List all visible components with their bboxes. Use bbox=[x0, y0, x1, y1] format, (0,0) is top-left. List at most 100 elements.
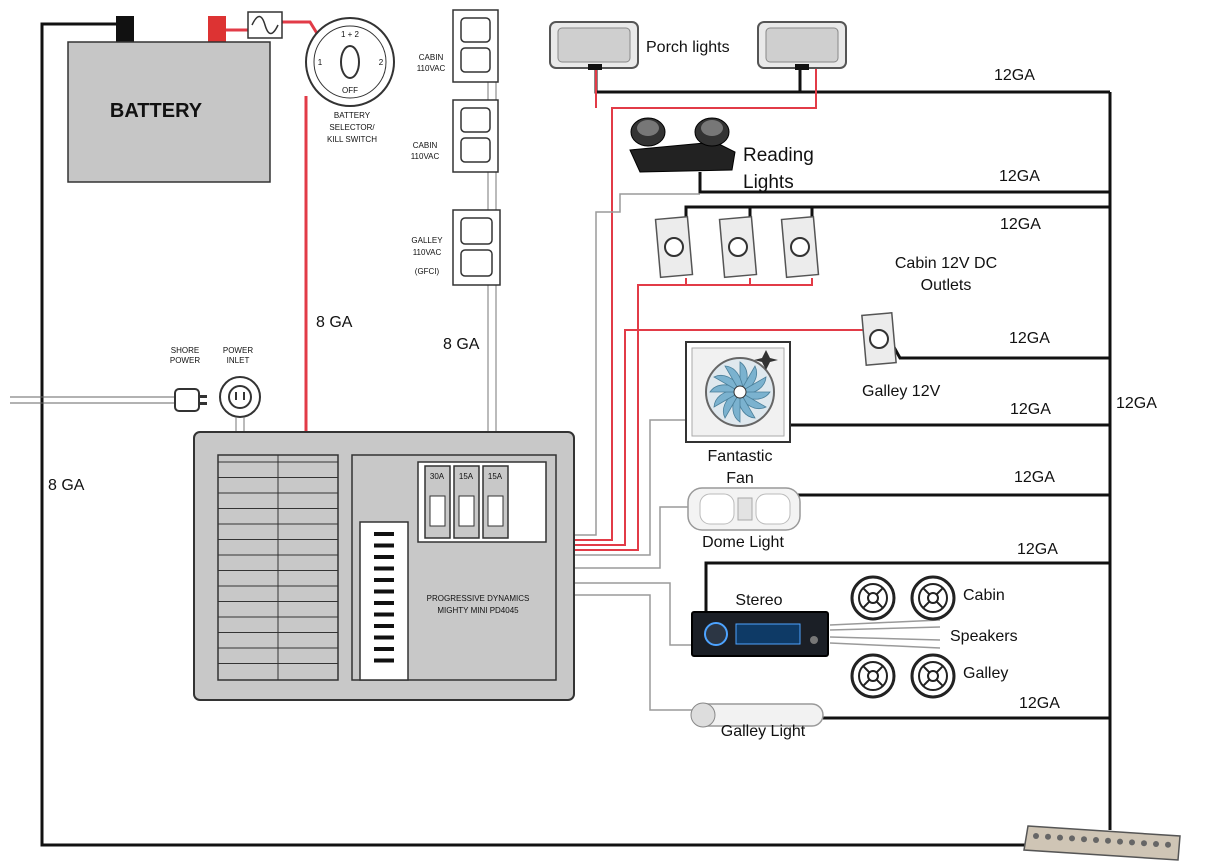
galley-light bbox=[690, 702, 824, 728]
outlet-receptacle-icon bbox=[460, 107, 491, 133]
speaker-center bbox=[867, 592, 879, 604]
dc-outlet-socket-icon bbox=[790, 237, 810, 257]
outlet-label: CABIN bbox=[419, 53, 444, 62]
speaker-icon bbox=[850, 575, 896, 621]
gauge-label-reading: 12GA bbox=[999, 168, 1040, 185]
bus-bar-screw bbox=[1057, 834, 1063, 841]
speaker-wire bbox=[829, 642, 941, 649]
galley-speakers-label: Galley bbox=[963, 665, 1008, 682]
bus-bar-screw bbox=[1045, 833, 1051, 840]
speaker-spoke bbox=[935, 678, 944, 687]
battery: BATTERY bbox=[67, 16, 271, 183]
reading-lights bbox=[629, 117, 736, 173]
positive-wires bbox=[226, 20, 320, 432]
bus-bar-screw bbox=[1153, 841, 1159, 847]
speaker-center bbox=[927, 670, 939, 682]
fuse-slot bbox=[374, 635, 394, 640]
porch-lights-label: Porch lights bbox=[646, 39, 730, 56]
ground-bus-bar bbox=[1023, 825, 1181, 861]
battery-selector-switch: 1 + 2 1 2 OFF BATTERY SELECTOR/ KILL SWI… bbox=[305, 17, 395, 144]
fantastic-fan bbox=[685, 341, 791, 443]
reading-feed-wire bbox=[575, 193, 700, 536]
porch-light-lens bbox=[765, 27, 839, 63]
bus-bar-screw bbox=[1105, 837, 1111, 844]
fuse-slot bbox=[374, 647, 394, 651]
speaker-wire bbox=[829, 626, 941, 631]
speaker-spoke bbox=[875, 665, 884, 674]
speaker-spoke bbox=[935, 587, 944, 596]
fan-label: Fan bbox=[726, 470, 754, 487]
shore-plug-prong bbox=[199, 395, 207, 398]
fan-hub bbox=[733, 385, 747, 399]
breaker-15a: 15A bbox=[482, 465, 509, 539]
fuse bbox=[247, 11, 283, 39]
outlet-label: GALLEY bbox=[411, 236, 443, 245]
selector-caption: SELECTOR/ bbox=[329, 123, 375, 132]
bus-bar-screw bbox=[1033, 833, 1039, 839]
reading-light-base bbox=[629, 141, 736, 173]
bus-bar-screw bbox=[1129, 839, 1135, 846]
bus-bar-screw bbox=[1069, 835, 1075, 842]
dc-outlet-socket-icon bbox=[728, 237, 748, 257]
breaker-switch bbox=[458, 495, 475, 527]
fuse-slot bbox=[374, 543, 394, 548]
breaker-30a: 30A bbox=[424, 465, 451, 539]
gauge-label-8ga-ground: 8 GA bbox=[48, 477, 85, 494]
gauge-label-bus: 12GA bbox=[1116, 395, 1157, 412]
panel-louvers bbox=[218, 455, 338, 680]
power-inlet: POWER INLET bbox=[219, 346, 261, 432]
gauge-label-fan: 12GA bbox=[1010, 401, 1051, 418]
bus-bar-screw bbox=[1165, 841, 1171, 848]
outlet-galley-gfci: GALLEY 110VAC (GFCI) bbox=[411, 209, 501, 286]
stereo-feed-wire bbox=[575, 582, 692, 646]
speaker-center bbox=[927, 592, 939, 604]
dome-light-lens bbox=[755, 493, 791, 525]
outlet-receptacle-icon bbox=[460, 137, 491, 163]
speaker-spoke bbox=[862, 600, 871, 609]
fuse-slot bbox=[374, 612, 394, 617]
cabin-speakers-label: Cabin bbox=[963, 587, 1005, 604]
selector-caption: BATTERY bbox=[334, 111, 371, 120]
outlet-cabin-2: CABIN 110VAC bbox=[411, 99, 499, 173]
battery-positive-terminal bbox=[208, 16, 226, 42]
reading-light-lens bbox=[701, 120, 723, 136]
speaker-icon bbox=[910, 575, 956, 621]
outlets-ground bbox=[684, 205, 1110, 218]
speaker-spoke bbox=[862, 678, 871, 687]
galley12v-ground bbox=[888, 339, 1110, 360]
selector-bottom-label: OFF bbox=[342, 86, 358, 95]
battery-negative-terminal bbox=[116, 16, 134, 42]
selector-right-label: 2 bbox=[379, 58, 384, 67]
porch-light-base bbox=[588, 64, 602, 70]
panel-title: MIGHTY MINI PD4045 bbox=[437, 606, 519, 615]
galley12v-feed-wire bbox=[575, 329, 870, 546]
bus-bar-screw bbox=[1141, 840, 1147, 847]
speaker-wire bbox=[829, 636, 941, 641]
reading-ground bbox=[698, 172, 1110, 194]
outlet-label: (GFCI) bbox=[415, 267, 440, 276]
speakers-label: Speakers bbox=[950, 628, 1018, 645]
fuse-slot bbox=[374, 566, 394, 571]
stereo bbox=[691, 611, 829, 657]
gauge-label-outlets: 12GA bbox=[1000, 216, 1041, 233]
fuse-slot bbox=[374, 532, 394, 536]
speaker-spoke bbox=[922, 678, 931, 687]
breaker-15a: 15A bbox=[453, 465, 480, 539]
gauge-label-galley12v: 12GA bbox=[1009, 330, 1050, 347]
power-inlet-label: INLET bbox=[227, 356, 250, 365]
gauge-label-porch: 12GA bbox=[994, 67, 1035, 84]
selector-top-label: 1 + 2 bbox=[341, 30, 360, 39]
fuse-slots bbox=[374, 532, 394, 663]
gray-wires bbox=[575, 193, 941, 711]
bus-bar-screw bbox=[1081, 836, 1087, 843]
outlet-label: 110VAC bbox=[413, 248, 442, 257]
breaker-label: 30A bbox=[430, 472, 445, 481]
porch-light-left bbox=[549, 21, 639, 70]
reading-lights-label: Lights bbox=[743, 172, 794, 193]
selector-knob bbox=[340, 45, 360, 79]
galley-12v-label: Galley 12V bbox=[862, 383, 941, 400]
gauge-label-galley-light: 12GA bbox=[1019, 695, 1060, 712]
dome-feed-wire bbox=[575, 506, 690, 569]
power-center-panel: 30A 15A 15A PROGRESSIVE DYNAMICS MIGHTY … bbox=[193, 431, 575, 701]
